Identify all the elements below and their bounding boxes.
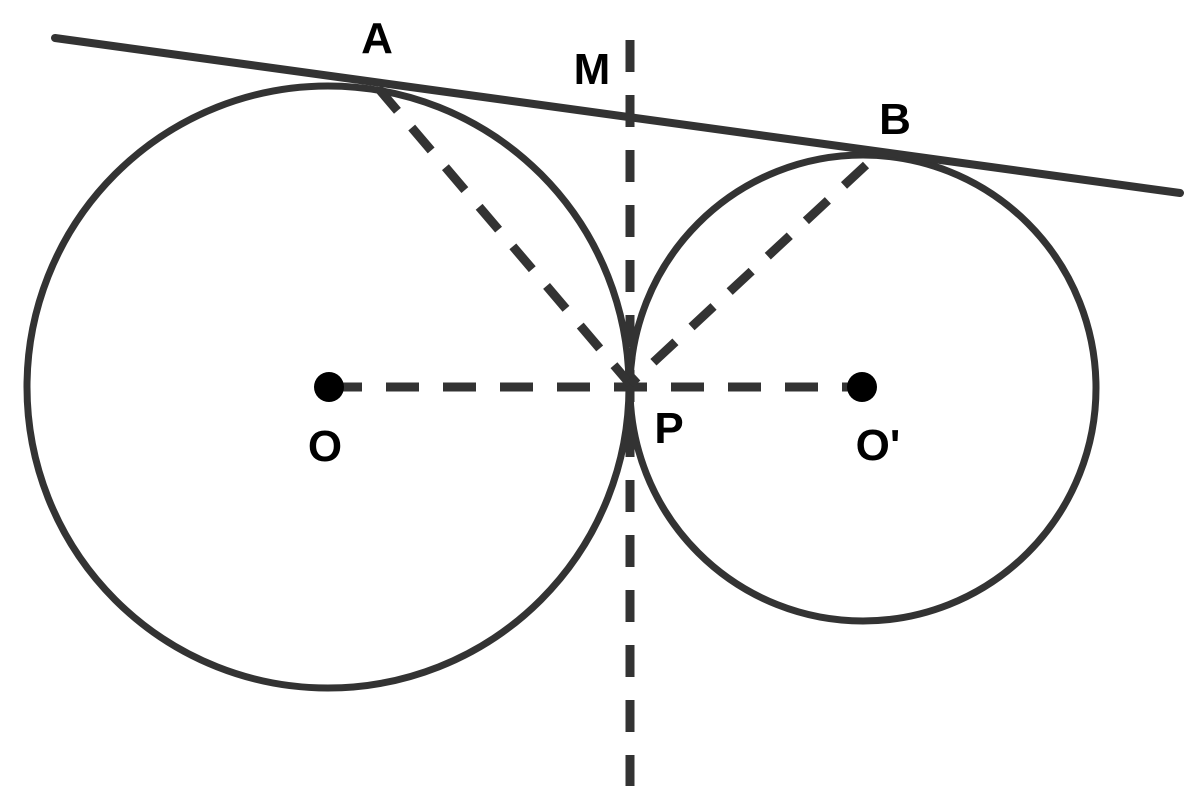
label-o-prime: O': [856, 421, 901, 470]
label-a: A: [361, 14, 393, 63]
external-tangent-line: [51, 34, 1184, 197]
segment-pa-dashed: [374, 85, 634, 387]
label-b: B: [879, 95, 911, 144]
center-dot-o-prime: [847, 372, 877, 402]
label-m: M: [574, 45, 611, 94]
center-dot-o: [314, 372, 344, 402]
label-o: O: [308, 422, 342, 471]
label-p: P: [654, 404, 683, 453]
segment-pb-dashed: [626, 161, 870, 388]
